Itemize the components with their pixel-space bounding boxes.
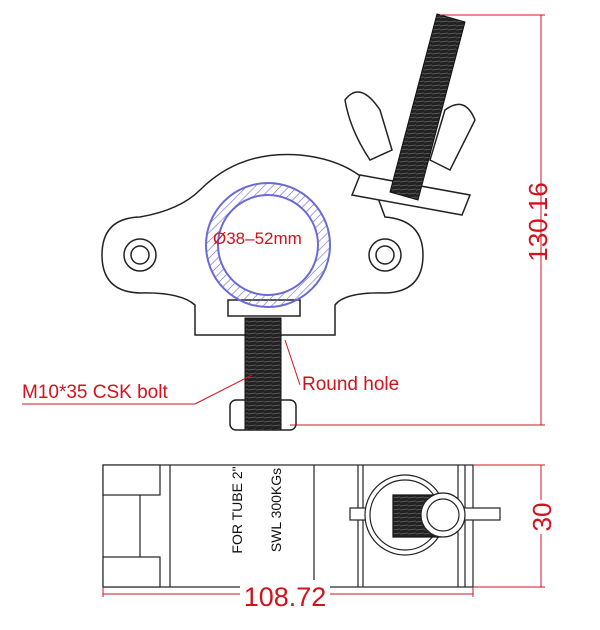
width-dimension-label: 108.72 (244, 582, 327, 612)
height-dimension (290, 14, 545, 426)
engraving-tube: FOR TUBE 2" (229, 466, 245, 553)
top-bolt (389, 13, 466, 201)
wing-nut (344, 91, 476, 216)
height-dimension-label: 130.16 (523, 182, 553, 262)
bolt-label: M10*35 CSK bolt (22, 382, 168, 403)
tube-range-label: Ø38–52mm (213, 229, 302, 248)
leader-lines (22, 339, 301, 405)
round-hole-label: Round hole (302, 374, 399, 395)
clamp-bottom-view (102, 464, 501, 588)
bottom-bolt (244, 317, 282, 431)
engraving-swl: SWL 300KGs (268, 468, 284, 552)
depth-dimension-label: 30 (527, 503, 557, 532)
bottom-nut (229, 399, 297, 431)
